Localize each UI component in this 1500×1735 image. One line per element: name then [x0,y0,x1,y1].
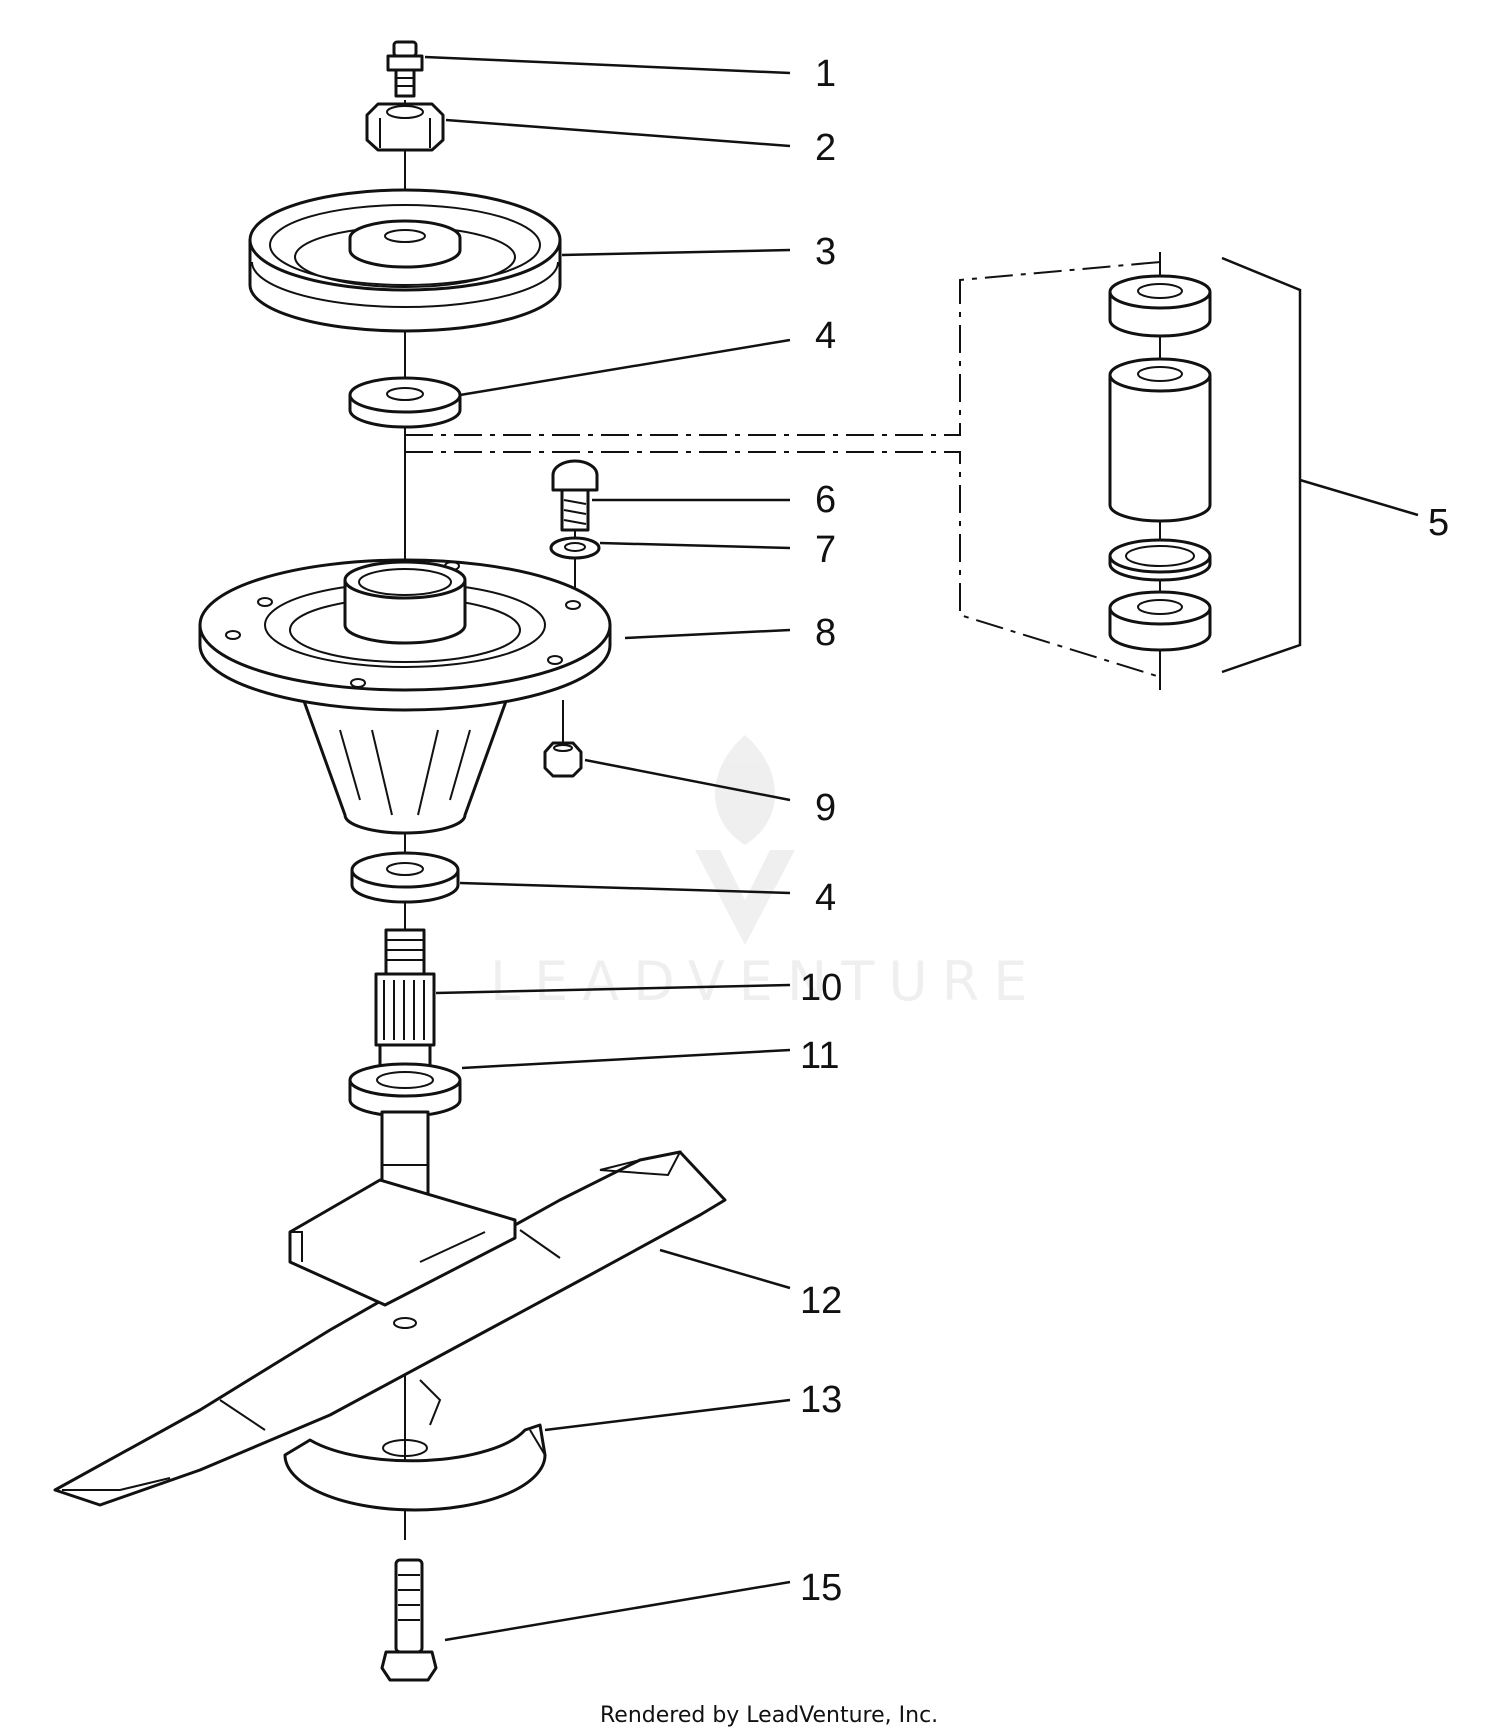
callout-9: 9 [815,787,836,829]
callout-4-upper: 4 [815,315,836,357]
part-2-hex-nut [365,102,445,152]
part-1-grease-fitting [386,40,424,98]
part-13-blade-guard [283,1379,547,1512]
part-7-washer [549,536,601,560]
part-4-spacer-lower [350,851,460,904]
watermark-logo [695,735,795,945]
part-15-blade-bolt [380,1558,438,1682]
callout-10: 10 [800,967,842,1009]
part-6-bolt [551,459,599,600]
callout-5: 5 [1428,502,1449,544]
callout-13: 13 [800,1379,842,1421]
render-credit: Rendered by LeadVenture, Inc. [600,1703,938,1728]
part-9-flange-nut [543,700,583,778]
leader-lines [424,55,1419,1642]
part-12-blade [53,1150,727,1507]
callout-12: 12 [800,1280,842,1322]
part-5-bearing-kit [1108,252,1302,690]
watermark-text: LEADVENTURE [490,950,1041,1013]
callout-6: 6 [815,479,836,521]
part-3-pulley [248,188,562,333]
callout-1: 1 [815,53,836,95]
callout-11: 11 [800,1035,839,1077]
callout-3: 3 [815,231,836,273]
callout-2: 2 [815,127,836,169]
part-10-spindle-shaft [374,928,436,1082]
callout-4-lower: 4 [815,877,836,919]
callout-15: 15 [800,1567,842,1609]
part-4-spacer-upper [348,376,462,429]
part-8-spindle-housing [198,558,612,835]
callout-numbers: 1 2 3 4 5 6 7 8 9 4 10 11 12 13 15 [800,53,1449,1609]
callout-7: 7 [815,529,836,571]
callout-8: 8 [815,612,836,654]
